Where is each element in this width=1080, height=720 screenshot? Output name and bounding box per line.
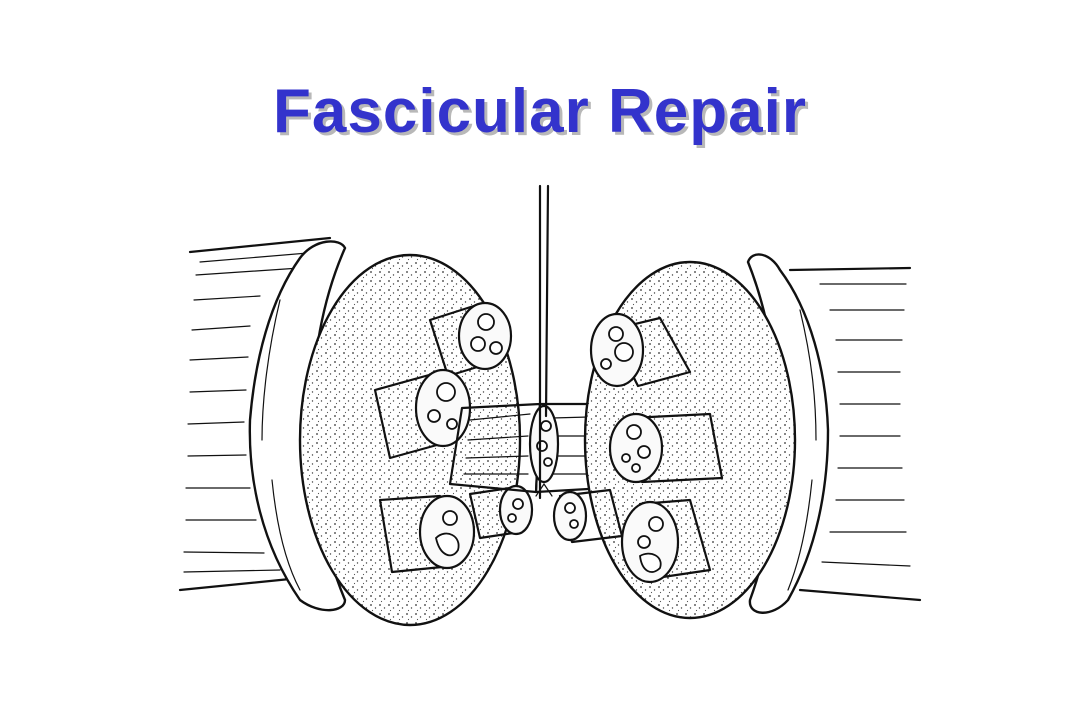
- left-fascicle-small: [468, 484, 534, 540]
- left-nerve-trunk: [178, 236, 332, 592]
- right-nerve-trunk: [788, 266, 922, 602]
- right-fascicle-lower: [620, 498, 712, 584]
- right-fascicles: [552, 312, 724, 584]
- slide-title: Fascicular Repair: [273, 77, 807, 146]
- right-fascicle-middle: [608, 412, 724, 484]
- right-fascicle-small: [552, 488, 624, 544]
- left-epineurium: [248, 240, 347, 612]
- left-fascicles: [373, 301, 534, 574]
- suture-thread: [535, 184, 553, 500]
- right-fascicle-top: [589, 312, 692, 388]
- left-fascicle-middle: [373, 368, 472, 460]
- left-fascicle-top: [428, 301, 513, 378]
- left-fascicle-lower: [378, 494, 476, 574]
